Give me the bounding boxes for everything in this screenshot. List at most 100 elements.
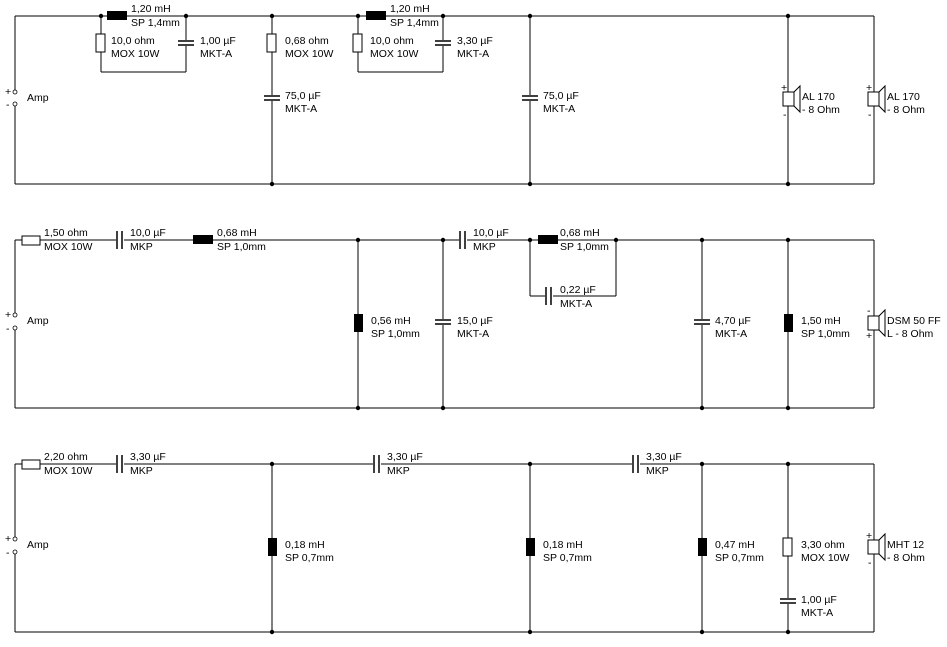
capacitor-2: 75,0 µF MKT-A <box>264 90 321 115</box>
svg-text:15,0 µF: 15,0 µF <box>457 315 493 327</box>
svg-text:+: + <box>866 82 872 94</box>
svg-text:0,18 mH: 0,18 mH <box>543 539 583 551</box>
svg-text:SP 1,0mm: SP 1,0mm <box>560 241 609 253</box>
svg-text:-: - <box>6 99 10 111</box>
svg-text:1,00 µF: 1,00 µF <box>801 594 837 606</box>
svg-text:4,70 µF: 4,70 µF <box>715 315 751 327</box>
svg-text:3,30 µF: 3,30 µF <box>457 35 493 47</box>
svg-text:Amp: Amp <box>27 539 49 551</box>
resistor-2: 0,68 ohm MOX 10W <box>266 33 334 60</box>
capacitor-r3-2: 3,30 µF MKP <box>373 451 423 477</box>
svg-text:0,47 mH: 0,47 mH <box>715 539 755 551</box>
svg-text:0,22 µF: 0,22 µF <box>560 284 596 296</box>
svg-text:SP 1,0mm: SP 1,0mm <box>801 328 850 340</box>
svg-text:75,0 µF: 75,0 µF <box>285 90 321 102</box>
svg-text:Amp: Amp <box>27 315 49 327</box>
svg-text:SP 1,0mm: SP 1,0mm <box>371 328 420 340</box>
svg-text:- 8 Ohm: - 8 Ohm <box>887 104 925 116</box>
inductor-r3-3: 0,47 mH SP 0,7mm <box>698 538 764 564</box>
inductor-2: 1,20 mH SP 1,4mm <box>355 3 446 29</box>
svg-text:-: - <box>868 109 872 121</box>
capacitor-1: 1,00 µF MKT-A <box>178 35 236 60</box>
amp-label: Amp <box>27 92 49 104</box>
svg-text:0,18 mH: 0,18 mH <box>285 539 325 551</box>
svg-text:+: + <box>5 86 11 98</box>
resistor-3: 10,0 ohm MOX 10W <box>352 33 419 60</box>
inductor-r2-3: 0,68 mH SP 1,0mm <box>538 227 609 253</box>
inductor-r3-2: 0,18 mH SP 0,7mm <box>526 538 592 564</box>
svg-text:2,20 ohm: 2,20 ohm <box>44 451 88 463</box>
capacitor-r3-3: 3,30 µF MKP <box>632 451 682 477</box>
svg-text:75,0 µF: 75,0 µF <box>543 90 579 102</box>
svg-text:-: - <box>867 305 871 317</box>
svg-text:10,0 µF: 10,0 µF <box>130 227 166 239</box>
svg-text:SP 1,4mm: SP 1,4mm <box>390 17 439 29</box>
inductor-r2-4: 1,50 mH SP 1,0mm <box>784 314 850 340</box>
svg-text:MKP: MKP <box>387 465 410 477</box>
svg-text:1,50 ohm: 1,50 ohm <box>44 227 88 239</box>
circuit-row-2: + - Amp 1,50 ohm MOX 10W 10,0 µF MKP 0,6… <box>5 227 941 411</box>
inductor-r2-2: 0,56 mH SP 1,0mm <box>354 314 420 340</box>
svg-text:MKT-A: MKT-A <box>285 103 317 115</box>
svg-text:MKP: MKP <box>473 241 496 253</box>
capacitor-r2-2: 15,0 µF MKT-A <box>435 315 493 340</box>
svg-text:1,20 mH: 1,20 mH <box>131 3 171 15</box>
svg-text:1,20 mH: 1,20 mH <box>390 3 430 15</box>
inductor-r3-1: 0,18 mH SP 0,7mm <box>268 538 334 564</box>
svg-text:MKP: MKP <box>130 465 153 477</box>
svg-text:10,0 µF: 10,0 µF <box>473 227 509 239</box>
capacitor-r3-1: 3,30 µF MKP <box>116 451 166 477</box>
svg-text:3,30 µF: 3,30 µF <box>130 451 166 463</box>
inductor-r2-1: 0,68 mH SP 1,0mm <box>193 227 266 253</box>
capacitor-r2-5: 4,70 µF MKT-A <box>694 315 751 340</box>
svg-text:-: - <box>6 547 10 559</box>
resistor-r3-2: 3,30 ohm MOX 10W <box>782 537 850 564</box>
svg-text:MOX 10W: MOX 10W <box>111 48 160 60</box>
capacitor-3: 3,30 µF MKT-A <box>435 35 493 60</box>
svg-text:+: + <box>5 533 11 545</box>
svg-text:SP 1,0mm: SP 1,0mm <box>217 241 266 253</box>
svg-text:L - 8 Ohm: L - 8 Ohm <box>887 328 934 340</box>
svg-text:MKT-A: MKT-A <box>457 328 489 340</box>
amp-terminal-1: + - Amp <box>5 86 49 111</box>
svg-text:MKP: MKP <box>646 465 669 477</box>
svg-text:MKT-A: MKT-A <box>543 103 575 115</box>
speaker-4-icon: + - MHT 12 - 8 Ohm <box>866 530 925 569</box>
amp-terminal-2: + - Amp <box>5 309 49 335</box>
svg-text:MKT-A: MKT-A <box>560 298 592 310</box>
svg-text:-: - <box>783 109 787 121</box>
speaker-2-icon: + - AL 170 - 8 Ohm <box>866 82 925 121</box>
svg-text:-: - <box>6 323 10 335</box>
svg-text:MKP: MKP <box>130 241 153 253</box>
capacitor-r2-3: 10,0 µF MKP <box>459 227 509 253</box>
svg-text:+: + <box>866 530 872 542</box>
svg-text:MOX 10W: MOX 10W <box>44 241 93 253</box>
svg-text:0,68 mH: 0,68 mH <box>217 227 257 239</box>
svg-text:MHT 12: MHT 12 <box>887 539 924 551</box>
svg-text:MOX 10W: MOX 10W <box>370 48 419 60</box>
svg-text:MKT-A: MKT-A <box>715 328 747 340</box>
svg-text:MOX 10W: MOX 10W <box>285 48 334 60</box>
capacitor-r2-1: 10,0 µF MKP <box>116 227 166 253</box>
svg-text:MOX 10W: MOX 10W <box>44 465 93 477</box>
resistor-1: 10,0 ohm MOX 10W <box>95 33 160 60</box>
resistor-r3-1: 2,20 ohm MOX 10W <box>21 451 93 477</box>
circuit-row-1: + - Amp 1,20 mH SP 1,4mm 10,0 ohm MOX 10… <box>5 3 925 187</box>
speaker-3-icon: - + DSM 50 FF L - 8 Ohm <box>866 305 941 342</box>
svg-text:10,0 ohm: 10,0 ohm <box>111 35 155 47</box>
svg-text:SP 0,7mm: SP 0,7mm <box>715 552 764 564</box>
svg-text:3,30 ohm: 3,30 ohm <box>801 539 845 551</box>
speaker-1-icon: + - AL 170 - 8 Ohm <box>781 82 840 121</box>
svg-text:+: + <box>5 309 11 321</box>
svg-text:1,00 µF: 1,00 µF <box>200 35 236 47</box>
svg-text:MKT-A: MKT-A <box>801 607 833 619</box>
svg-text:MKT-A: MKT-A <box>200 48 232 60</box>
svg-text:1,50 mH: 1,50 mH <box>801 315 841 327</box>
amp-terminal-3: + - Amp <box>5 533 49 559</box>
svg-text:SP 0,7mm: SP 0,7mm <box>543 552 592 564</box>
svg-text:SP 0,7mm: SP 0,7mm <box>285 552 334 564</box>
svg-text:-: - <box>868 557 872 569</box>
svg-text:- 8 Ohm: - 8 Ohm <box>802 104 840 116</box>
svg-text:DSM 50 FF: DSM 50 FF <box>887 315 941 327</box>
svg-text:0,68 mH: 0,68 mH <box>560 227 600 239</box>
